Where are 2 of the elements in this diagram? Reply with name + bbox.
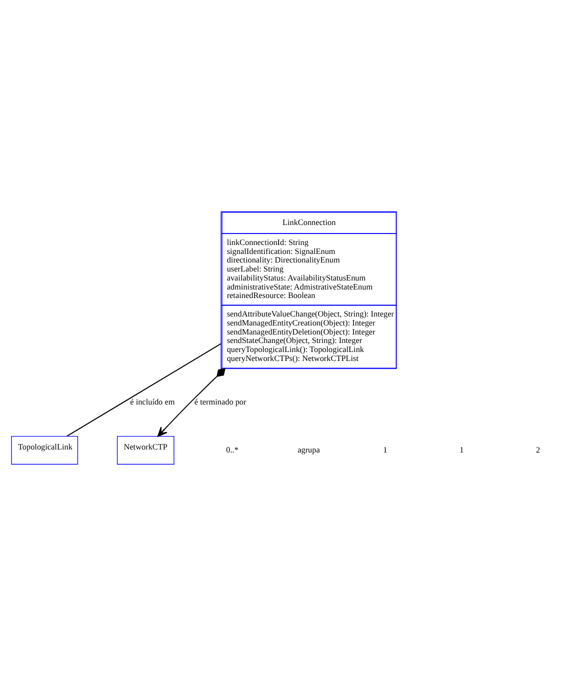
connector [66, 342, 222, 436]
arrow [157, 368, 226, 436]
